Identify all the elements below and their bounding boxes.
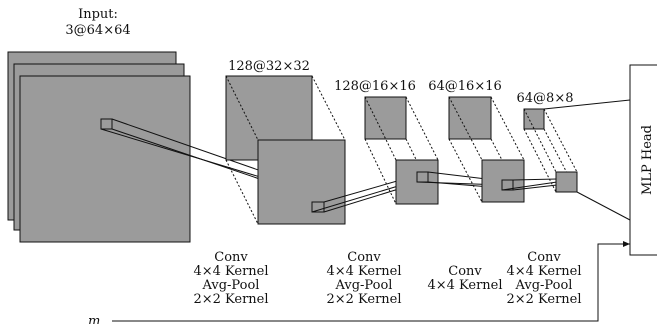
block1-kernel: 4×4 Kernel [193, 264, 268, 279]
layer2-pre-pool-map [364, 96, 407, 140]
block1-annotation: Conv 4×4 Kernel Avg-Pool 2×2 Kernel [193, 250, 268, 307]
m-input-arrowhead [623, 241, 630, 247]
mlp-head-block [629, 64, 657, 256]
layer4-pooled-map [555, 171, 578, 193]
layer1-size-label: 128@32×32 [228, 59, 310, 74]
block3-kernel: 4×4 Kernel [427, 278, 502, 293]
layer4-maps [523, 108, 578, 193]
input-label-line2: 3@64×64 [65, 23, 130, 38]
head-connections [543, 99, 631, 221]
input-channel-front [19, 75, 191, 243]
layer4-size-label: 64@8×8 [517, 91, 574, 106]
layer2-size-label: 128@16×16 [334, 79, 416, 94]
layer1-kernel-window [311, 201, 325, 213]
input-feature-stack [7, 51, 191, 243]
layer1-maps [225, 75, 346, 225]
block1-pool-kernel: 2×2 Kernel [193, 292, 268, 307]
block1-pool: Avg-Pool [202, 278, 260, 293]
block3-annotation: Conv 4×4 Kernel [427, 264, 502, 293]
block3-op: Conv [448, 264, 482, 279]
block1-op: Conv [214, 250, 248, 265]
layer3-maps [448, 96, 525, 203]
layer4-pre-pool-map [523, 108, 545, 130]
block4-pool: Avg-Pool [515, 278, 573, 293]
block2-op: Conv [347, 250, 381, 265]
block4-annotation: Conv 4×4 Kernel Avg-Pool 2×2 Kernel [506, 250, 581, 307]
m-input-line [112, 243, 630, 322]
block2-pool: Avg-Pool [335, 278, 393, 293]
layer1-pooled-map [257, 139, 346, 225]
mlp-head-label: MLP Head [640, 125, 655, 195]
input-kernel-window [100, 118, 113, 130]
layer3-pre-map [448, 96, 492, 140]
layer3-kernel-window [501, 179, 514, 191]
layer2-maps [364, 96, 439, 205]
block2-kernel: 4×4 Kernel [326, 264, 401, 279]
layer3-size-label: 64@16×16 [428, 79, 502, 94]
block4-pool-kernel: 2×2 Kernel [506, 292, 581, 307]
block2-pool-kernel: 2×2 Kernel [326, 292, 401, 307]
block4-op: Conv [527, 250, 561, 265]
block2-annotation: Conv 4×4 Kernel Avg-Pool 2×2 Kernel [326, 250, 401, 307]
layer2-kernel-window [416, 171, 429, 183]
block4-kernel: 4×4 Kernel [506, 264, 581, 279]
input-label-line1: Input: [78, 7, 118, 22]
m-input-label: m [88, 314, 100, 324]
